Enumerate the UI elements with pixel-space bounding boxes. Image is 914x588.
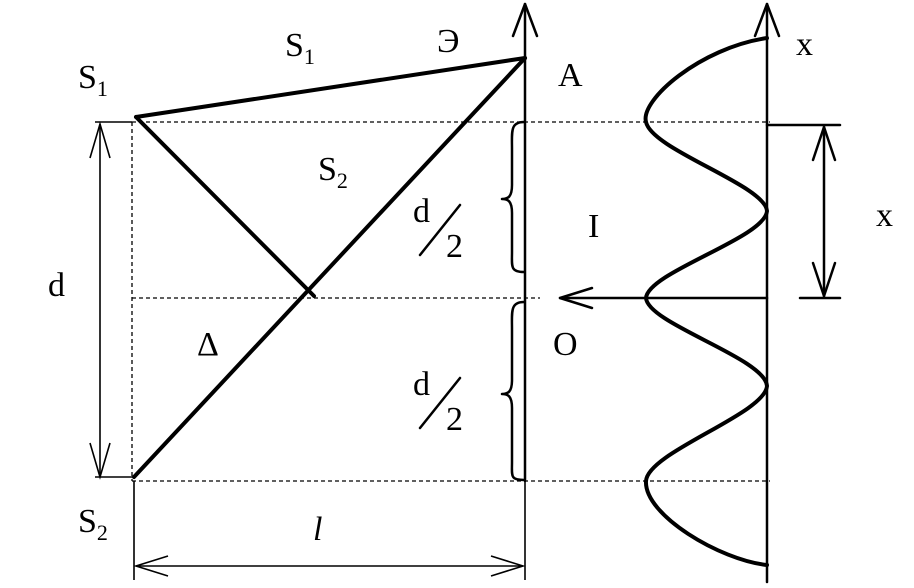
length-arrow (133, 481, 526, 580)
origin-arrowhead (558, 286, 594, 310)
label-intensity: I (588, 208, 599, 245)
label-screen: Э (437, 23, 459, 60)
brace-lower (500, 300, 526, 482)
perpendicular-from-s1 (134, 115, 316, 298)
label-half-d-upper-denominator: 2 (446, 228, 463, 265)
ray-s1-to-a (134, 56, 527, 119)
fraction-slash-upper (418, 203, 462, 257)
label-s1-ray: S1 (285, 27, 315, 69)
screen-axis (511, 2, 539, 483)
x-dimension-arrow (765, 123, 842, 300)
label-s1-source: S1 (78, 59, 108, 101)
label-s2-ray: S2 (318, 151, 348, 193)
label-s2-source: S2 (78, 503, 108, 545)
label-delta: Δ (197, 326, 219, 363)
label-half-d-upper-numerator: d (413, 193, 430, 230)
brace-upper (500, 120, 526, 274)
label-x-axis: x (796, 26, 813, 63)
ray-s2-to-a (132, 56, 527, 479)
label-length: l (313, 511, 322, 548)
intensity-plot (558, 2, 781, 584)
label-half-d-lower-denominator: 2 (446, 401, 463, 438)
label-half-d-lower-numerator: d (413, 366, 430, 403)
label-d: d (48, 267, 65, 304)
intensity-curve (643, 36, 769, 567)
label-x-dimension: x (876, 197, 893, 234)
label-point-a: A (558, 57, 583, 94)
fraction-slash-lower (418, 376, 462, 430)
label-origin: O (553, 326, 578, 363)
d-dimension-arrow (89, 121, 132, 480)
